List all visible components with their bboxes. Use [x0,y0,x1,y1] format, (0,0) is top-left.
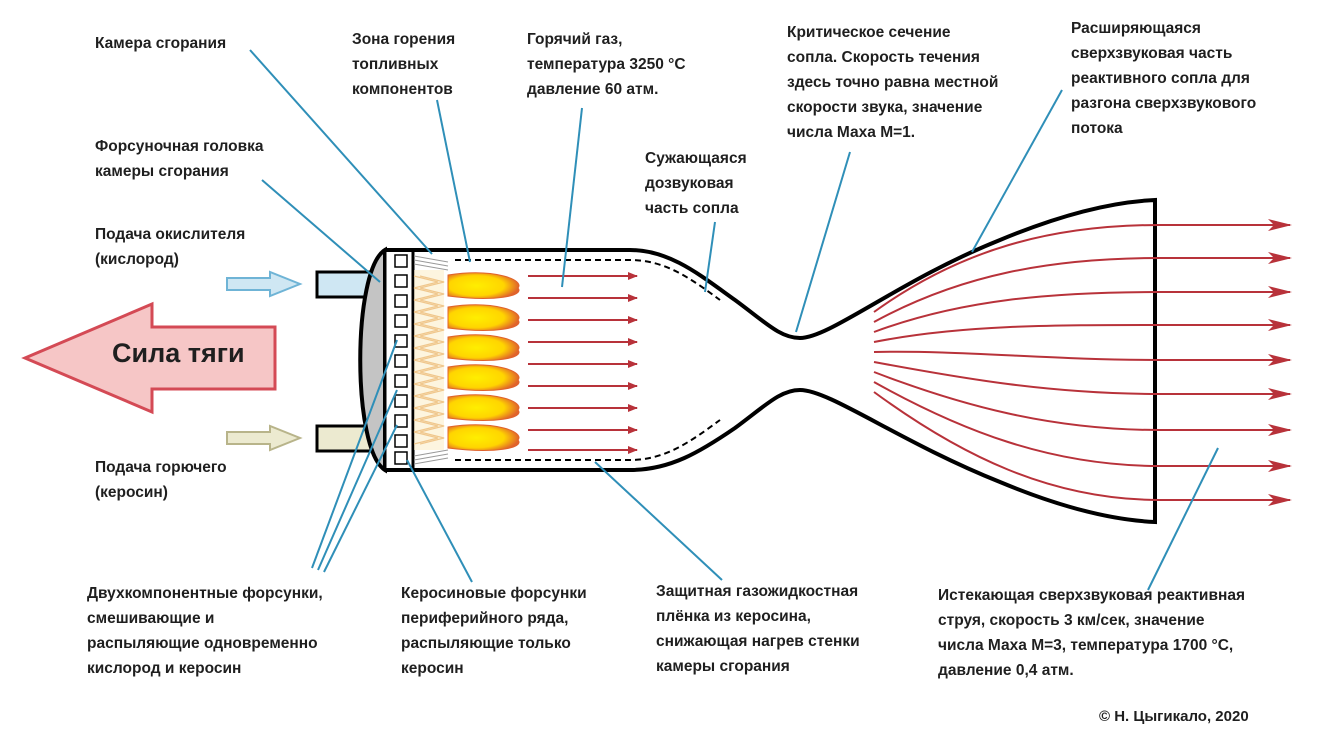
label-film-cooling: Защитная газожидкостная плёнка из кероси… [656,583,860,675]
leader-bipropellant-3 [323,424,398,573]
film-cooling-bottom [455,419,721,461]
label-combustion-zone: Зона горения топливных компонентов [352,31,456,98]
flames [447,272,520,451]
label-fuel-feed: Подача горючего (керосин) [95,459,227,501]
exhaust-flow-lines [873,224,1161,501]
chamber-flow-arrows [528,272,638,454]
injector-elements [394,254,408,465]
label-hot-gas: Горячий газ, температура 3250 °C давлени… [527,31,686,98]
label-throat: Критическое сечение сопла. Скорость тече… [787,24,999,141]
leader-bipropellant-2 [317,389,398,571]
leader-lines [249,49,1219,591]
oxidizer-feed-arrow [226,270,303,298]
leader-combustion-zone [436,99,471,263]
label-exhaust-jet: Истекающая сверхзвуковая реактивная стру… [938,587,1245,679]
leader-chamber [249,49,433,255]
label-oxidizer-feed: Подача окислителя (кислород) [95,226,246,268]
leader-converging [704,221,716,293]
leader-hot-gas [561,107,583,288]
exhaust-arrows [1160,219,1292,506]
leader-kerosene-injectors [406,459,473,583]
fuel-feed-arrow [226,424,303,452]
oxidizer-pipe [315,270,373,299]
film-cooling-top [455,259,721,301]
label-injector-head: Форсуночная головка камеры сгорания [95,138,264,180]
label-chamber: Камера сгорания [95,35,227,52]
leader-diverging [971,89,1063,253]
leader-film-cooling [594,461,723,581]
leader-bipropellant-1 [311,339,398,569]
label-bipropellant-injectors: Двухкомпонентные форсунки, смешивающие и… [87,585,323,677]
leader-injector-head [261,179,381,283]
leader-exhaust [1147,447,1219,591]
label-kerosene-injectors: Керосиновые форсунки периферийного ряда,… [401,585,587,677]
leader-throat [795,151,851,333]
credit: © Н. Цыгикало, 2020 [1099,708,1249,725]
thrust-arrow [21,301,277,415]
thrust-label: Сила тяги [112,338,245,368]
fuel-pipe [315,424,373,453]
label-converging: Сужающаяся дозвуковая часть сопла [645,150,747,217]
engine-wall-top [385,197,1157,525]
label-diverging: Расширяющаяся сверхзвуковая часть реакти… [1071,20,1257,137]
